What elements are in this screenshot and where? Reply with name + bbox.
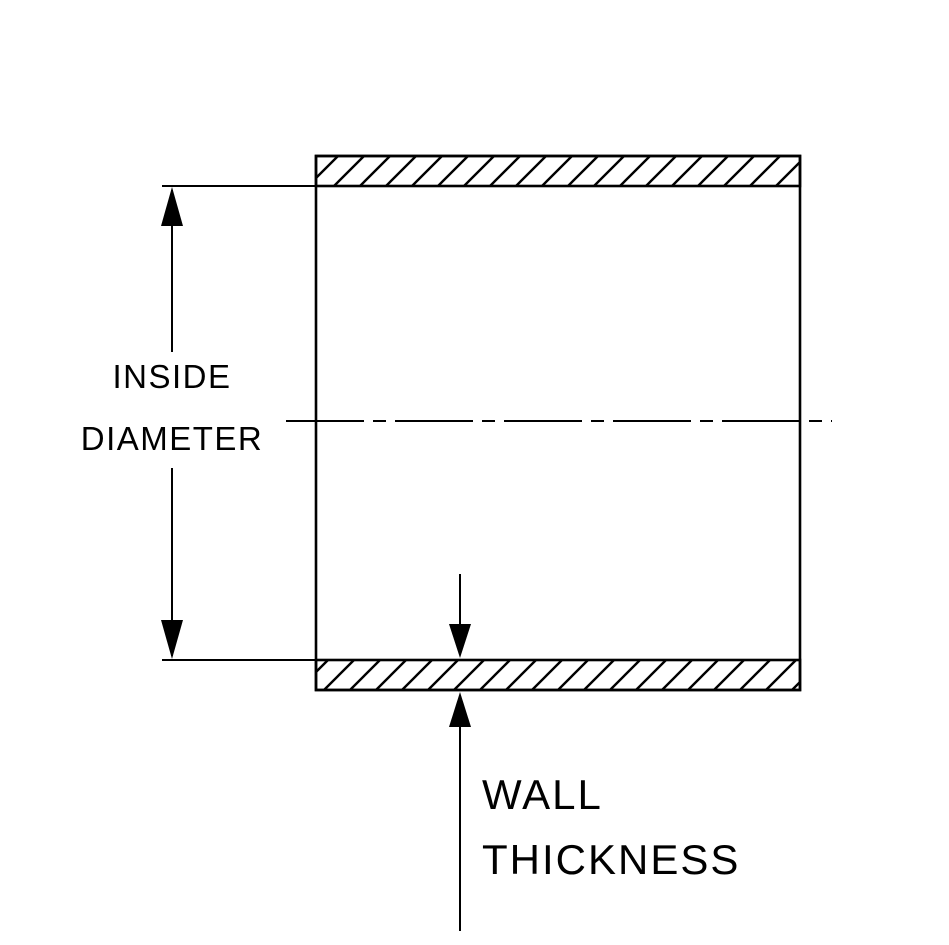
inside-diameter-label-line2: DIAMETER (80, 420, 264, 457)
inside-diameter-label-line1: INSIDE (112, 358, 232, 395)
tube-bottom-wall-hatch (314, 658, 802, 692)
wall-thickness-arrow-down-icon (449, 624, 471, 658)
inside-diameter-arrow-up-icon (161, 187, 183, 226)
tube-outline (314, 154, 802, 692)
wall-thickness-label-line1: WALL (482, 771, 603, 818)
tube-top-wall-hatch (314, 154, 802, 188)
wall-thickness-arrow-up-icon (449, 692, 471, 727)
wall-thickness-label-line2: THICKNESS (482, 836, 741, 883)
inside-diameter-arrow-down-icon (161, 620, 183, 659)
